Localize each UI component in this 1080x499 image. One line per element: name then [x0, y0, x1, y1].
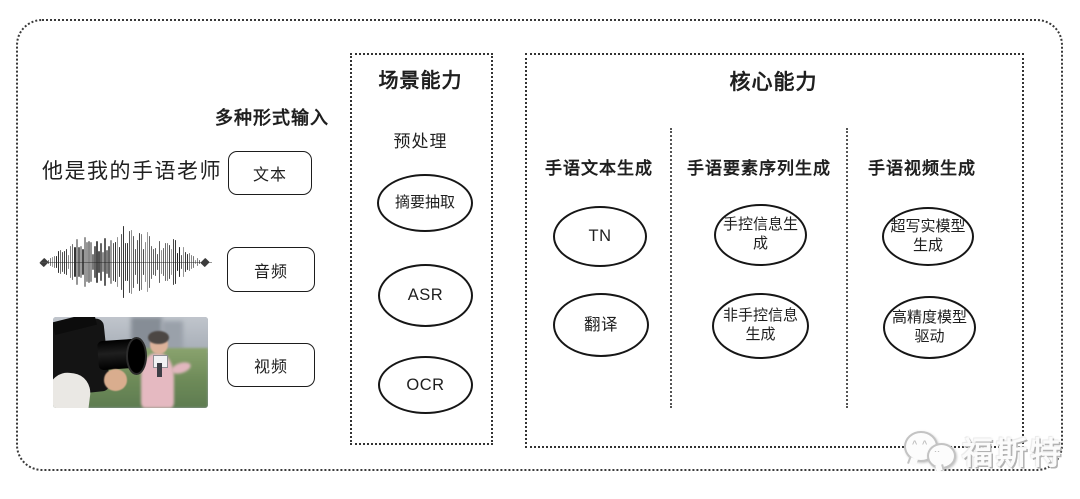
reporter-video-photo — [53, 317, 208, 408]
node-high-precision-model-driving: 高精度模型驱动 — [883, 296, 976, 359]
node-tn: TN — [553, 206, 647, 267]
input-type-box-audio: 音频 — [227, 247, 315, 292]
node-ocr: OCR — [378, 356, 473, 414]
node-label: OCR — [406, 375, 445, 394]
core-capability-box — [525, 53, 1024, 448]
node-hyperrealistic-model-generation: 超写实模型生成 — [882, 207, 974, 266]
input-type-box-text: 文本 — [228, 151, 312, 195]
node-summary-extraction: 摘要抽取 — [377, 174, 473, 232]
photo-cameraman-hand — [104, 368, 128, 391]
scene-box-subtitle: 预处理 — [393, 132, 448, 151]
input-type-label: 文本 — [252, 167, 287, 184]
photo-lens-ring — [125, 337, 147, 375]
node-label: 摘要抽取 — [394, 193, 455, 211]
input-type-label: 音频 — [253, 263, 288, 281]
input-type-box-video: 视频 — [227, 343, 315, 387]
node-label: ASR — [407, 286, 444, 305]
sample-sentence-text: 他是我的手语老师 — [42, 160, 222, 183]
node-label: 非手控信息生成 — [722, 307, 798, 343]
column-divider-icon — [846, 128, 848, 408]
input-section-title: 多种形式输入 — [215, 108, 329, 128]
scene-box-title: 场景能力 — [378, 70, 463, 92]
wechat-logo-icon — [935, 464, 945, 472]
column-header-text-generation: 手语文本生成 — [545, 159, 653, 178]
audio-waveform-icon — [40, 218, 212, 306]
node-label: 高精度模型驱动 — [891, 308, 967, 345]
column-header-element-sequence: 手语要素序列生成 — [687, 159, 831, 178]
watermark-text: 福斯特 — [962, 436, 1064, 471]
column-divider-icon — [670, 128, 672, 408]
input-type-label: 视频 — [253, 359, 288, 376]
column-header-video-generation: 手语视频生成 — [868, 159, 976, 178]
wechat-logo-icon: ˙˙ — [927, 443, 956, 469]
node-label: 翻译 — [584, 315, 618, 334]
node-label: 手控信息生成 — [722, 216, 798, 252]
node-label: TN — [588, 227, 612, 246]
outer-dotted-frame — [16, 19, 1063, 471]
scene-capability-box — [350, 53, 493, 445]
photo-reporter-hair — [148, 330, 170, 345]
node-asr: ASR — [378, 264, 473, 327]
node-non-manual-info-generation: 非手控信息生成 — [712, 293, 809, 359]
watermark: ^^ ˙˙ 福斯特 — [902, 428, 1062, 476]
waveform-centerline-icon — [40, 262, 212, 263]
node-manual-info-generation: 手控信息生成 — [714, 204, 807, 266]
node-label: 超写实模型生成 — [890, 217, 966, 254]
photo-microphone — [156, 362, 163, 378]
core-box-title: 核心能力 — [729, 71, 818, 94]
node-translation: 翻译 — [553, 293, 649, 357]
